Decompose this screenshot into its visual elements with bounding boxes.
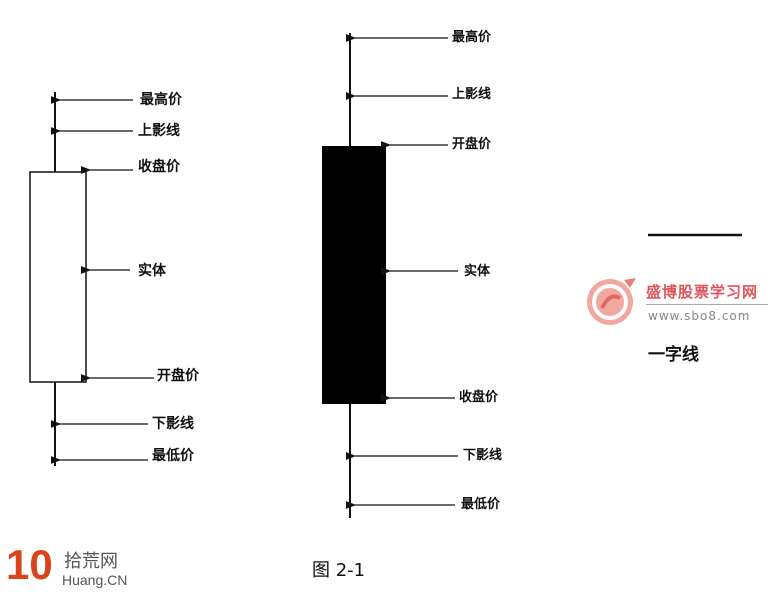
watermark-url: www.sbo8.com [648,309,751,323]
label-lower-shadow: 下影线 [152,416,194,432]
watermark-logo-icon [587,278,636,325]
logo-en-text: Huang.CN [62,572,128,588]
watermark: 盛博股票学习网 www.sbo8.com [584,272,774,332]
label-low: 最低价 [461,497,501,512]
label-open: 开盘价 [157,368,199,384]
logo-number: 10 [6,541,53,588]
figure-caption: 图 2-1 [312,560,366,581]
label-body: 实体 [138,263,166,279]
candle-body-hollow [29,171,87,383]
label-close: 收盘价 [138,159,180,175]
site-logo: 10 拾荒网 Huang.CN [4,541,144,600]
middle-candle [322,33,458,518]
left-candle [29,92,154,466]
doji-label: 一字线 [648,345,699,365]
label-body: 实体 [464,264,491,279]
logo-cn-text: 拾荒网 [64,551,118,572]
label-close: 收盘价 [459,390,499,405]
watermark-title: 盛博股票学习网 [646,283,759,301]
label-lower-shadow: 下影线 [463,448,503,463]
label-high: 最高价 [140,92,182,108]
label-low: 最低价 [152,448,194,464]
watermark-divider [646,304,768,305]
label-upper-shadow: 上影线 [452,87,492,102]
candle-body-solid [322,146,386,404]
label-upper-shadow: 上影线 [138,123,180,139]
label-high: 最高价 [452,30,492,45]
label-open: 开盘价 [452,137,492,152]
